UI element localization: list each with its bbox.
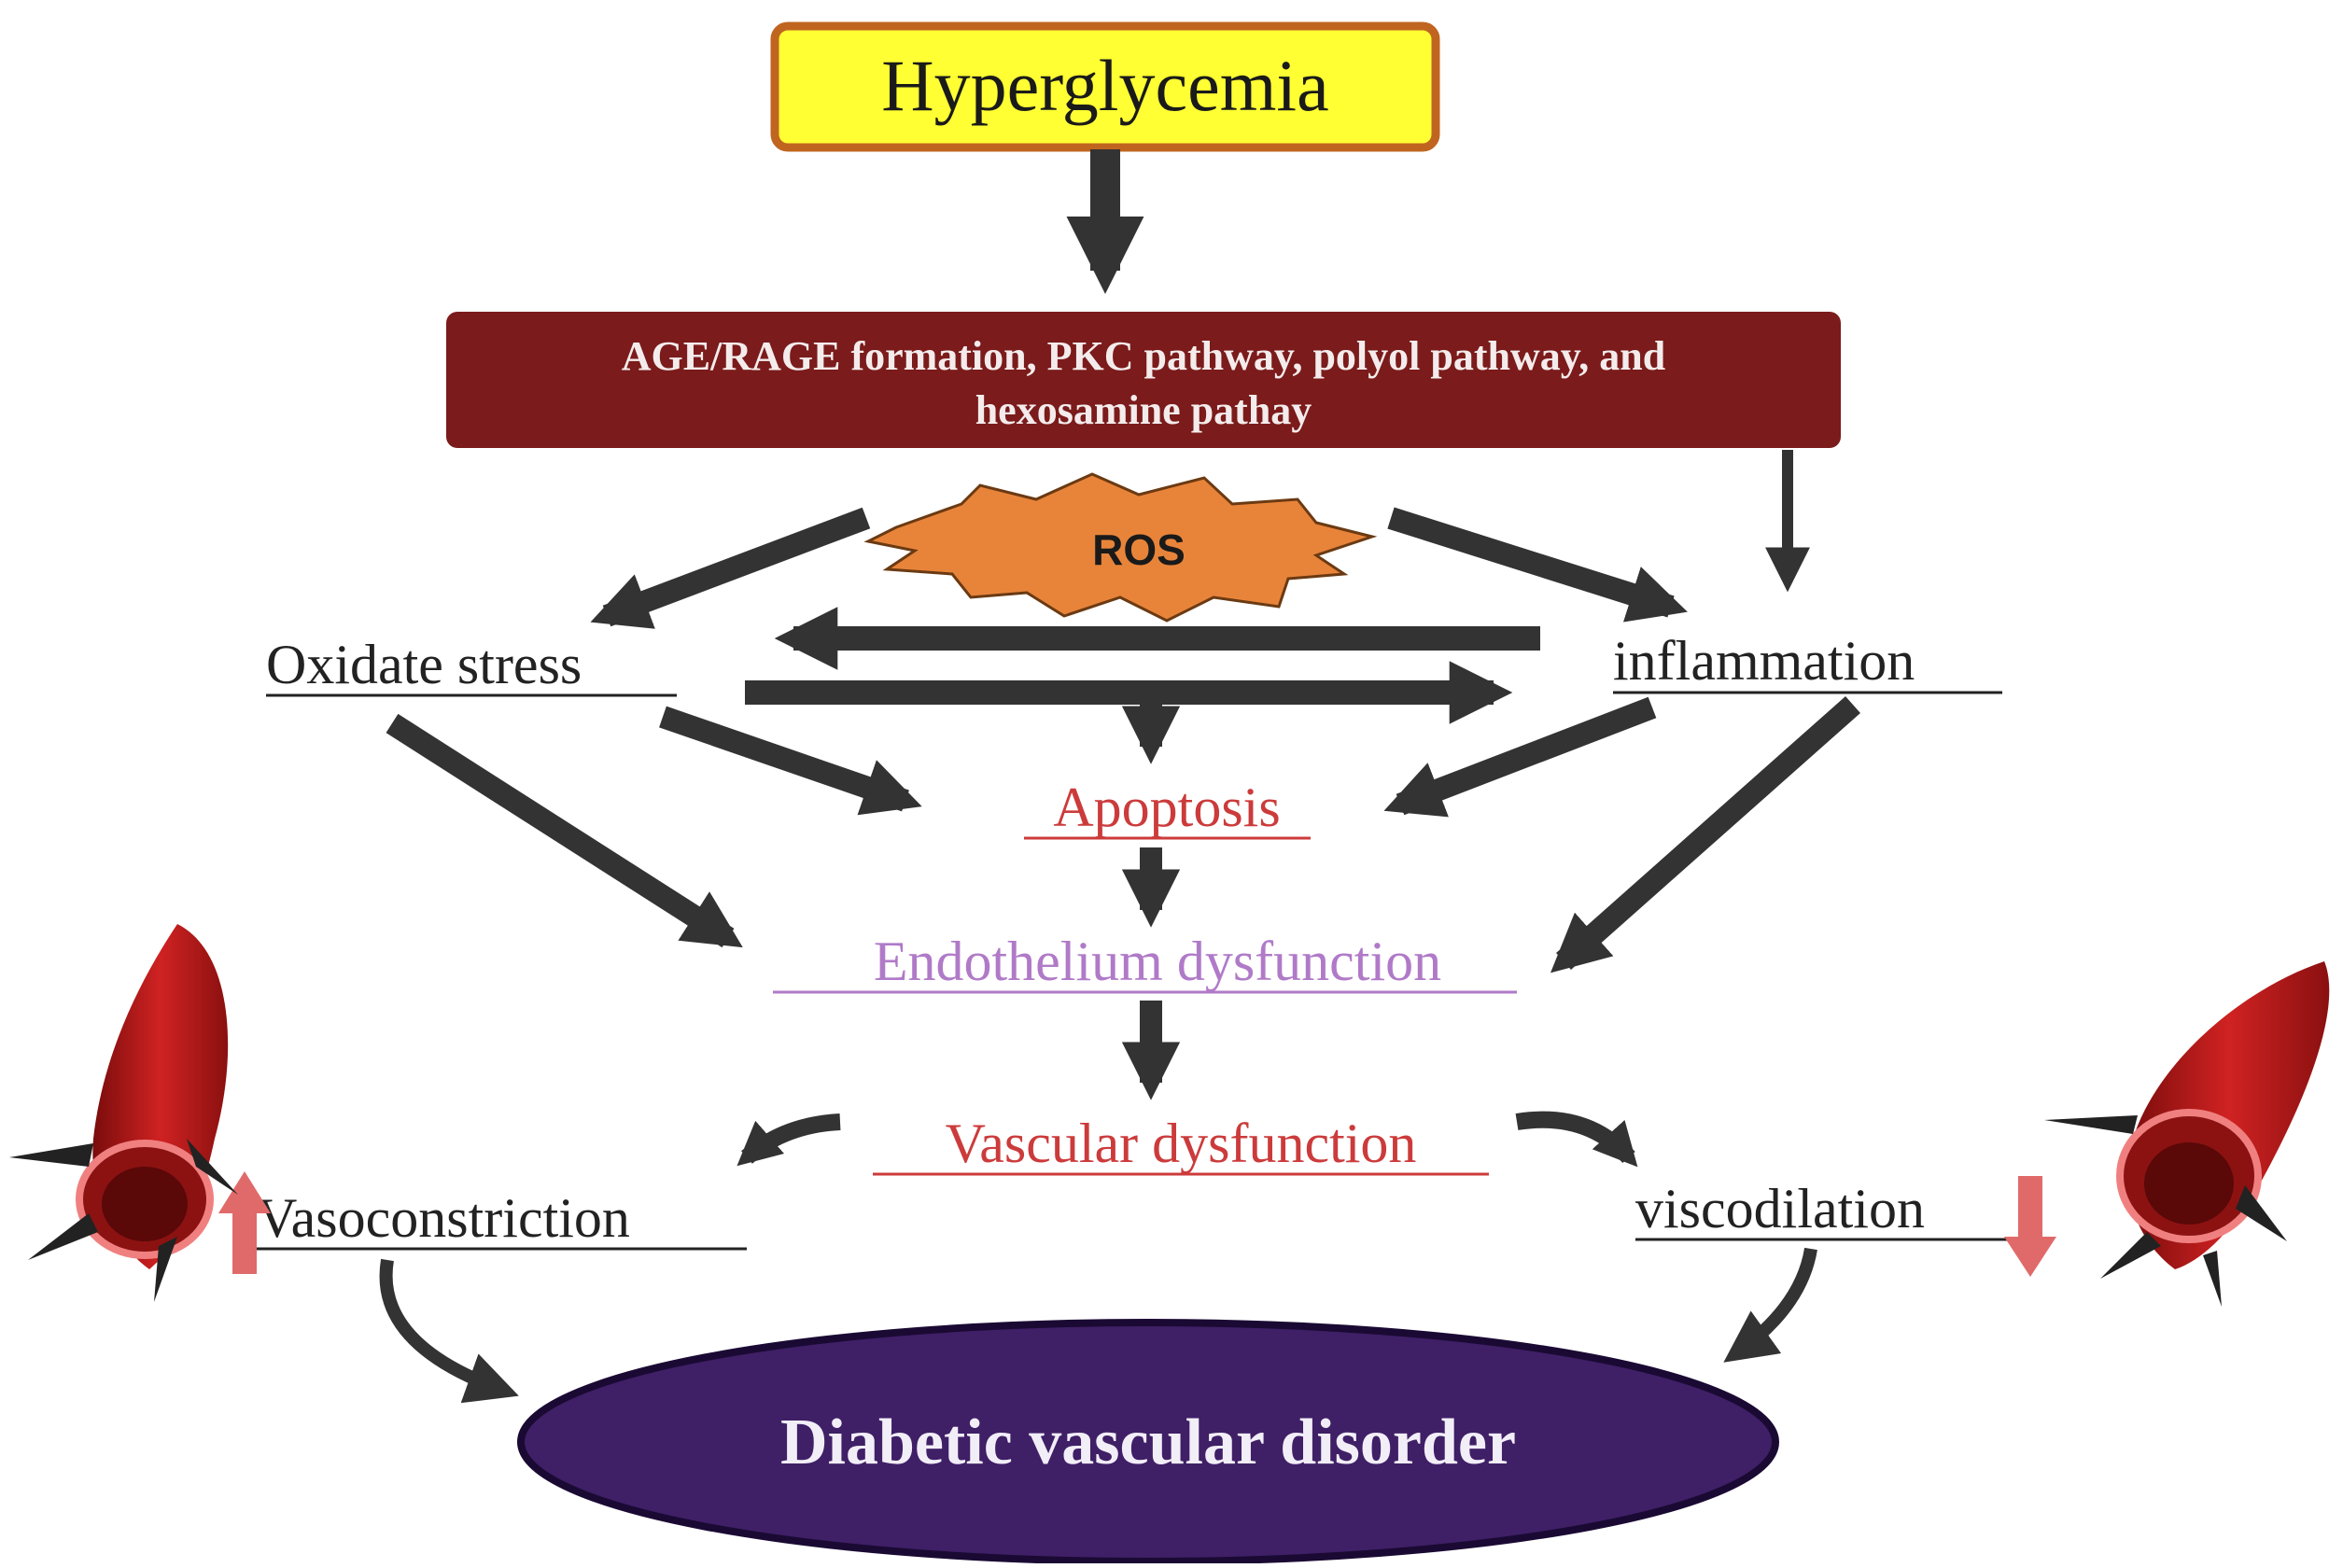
arrow-ros-to-oxidate	[590, 507, 871, 629]
oxidate-stress-label: Oxidate stress	[266, 634, 582, 695]
pathways-label-line2: hexosamine pathay	[975, 387, 1312, 433]
apoptosis-node: Apoptosis	[1024, 777, 1311, 840]
arrow-viscodilation-to-disorder	[1723, 1247, 1817, 1363]
apoptosis-label: Apoptosis	[1053, 777, 1280, 838]
hyperglycemia-node: Hyperglycemia	[770, 21, 1440, 152]
arrow-vascular-to-viscodilation	[1515, 1111, 1638, 1168]
arrow-oxidate-to-endothelium	[386, 713, 743, 948]
disorder-label: Diabetic vascular disorder	[780, 1407, 1516, 1478]
pathways-node: AGE/RAGE formation, PKC pathway, polyol …	[446, 312, 1841, 448]
vascular-node: Vascular dysfunction	[873, 1113, 1489, 1176]
viscodilation-label: viscodilation	[1635, 1178, 1925, 1239]
arrow-vascular-to-vasoconstriction	[737, 1113, 841, 1167]
arrow-inflammation-to-endothelium	[1550, 696, 1860, 973]
blood-vessel-icon-left	[9, 924, 238, 1302]
ros-node: ROS	[863, 472, 1378, 623]
vasoconstriction-node: Vasoconstriction	[257, 1187, 747, 1251]
oxidate-stress-node: Oxidate stress	[266, 634, 677, 697]
arrow-inflammation-to-apoptosis	[1383, 696, 1657, 818]
inflammation-node: inflammation	[1613, 630, 2002, 694]
inflammation-label: inflammation	[1613, 630, 1915, 692]
blood-vessel-icon-right	[2044, 961, 2330, 1307]
disorder-node: Diabetic vascular disorder	[517, 1319, 1779, 1565]
endothelium-label: Endothelium dysfunction	[874, 931, 1441, 992]
up-arrow-icon	[218, 1171, 271, 1274]
down-arrow-icon	[2004, 1176, 2056, 1277]
arrow-oxidate-to-apoptosis	[659, 706, 922, 816]
ros-label: ROS	[1092, 525, 1186, 574]
endothelium-node: Endothelium dysfunction	[773, 931, 1517, 994]
hyperglycemia-label: Hyperglycemia	[881, 45, 1328, 126]
viscodilation-node: viscodilation	[1635, 1178, 2012, 1241]
pathways-label-line1: AGE/RAGE formation, PKC pathway, polyol …	[622, 333, 1666, 379]
vascular-label: Vascular dysfunction	[946, 1113, 1417, 1174]
arrow-ros-to-inflammation	[1387, 507, 1688, 623]
arrow-vasoconstriction-to-disorder	[379, 1258, 519, 1404]
vasoconstriction-label: Vasoconstriction	[257, 1187, 630, 1249]
